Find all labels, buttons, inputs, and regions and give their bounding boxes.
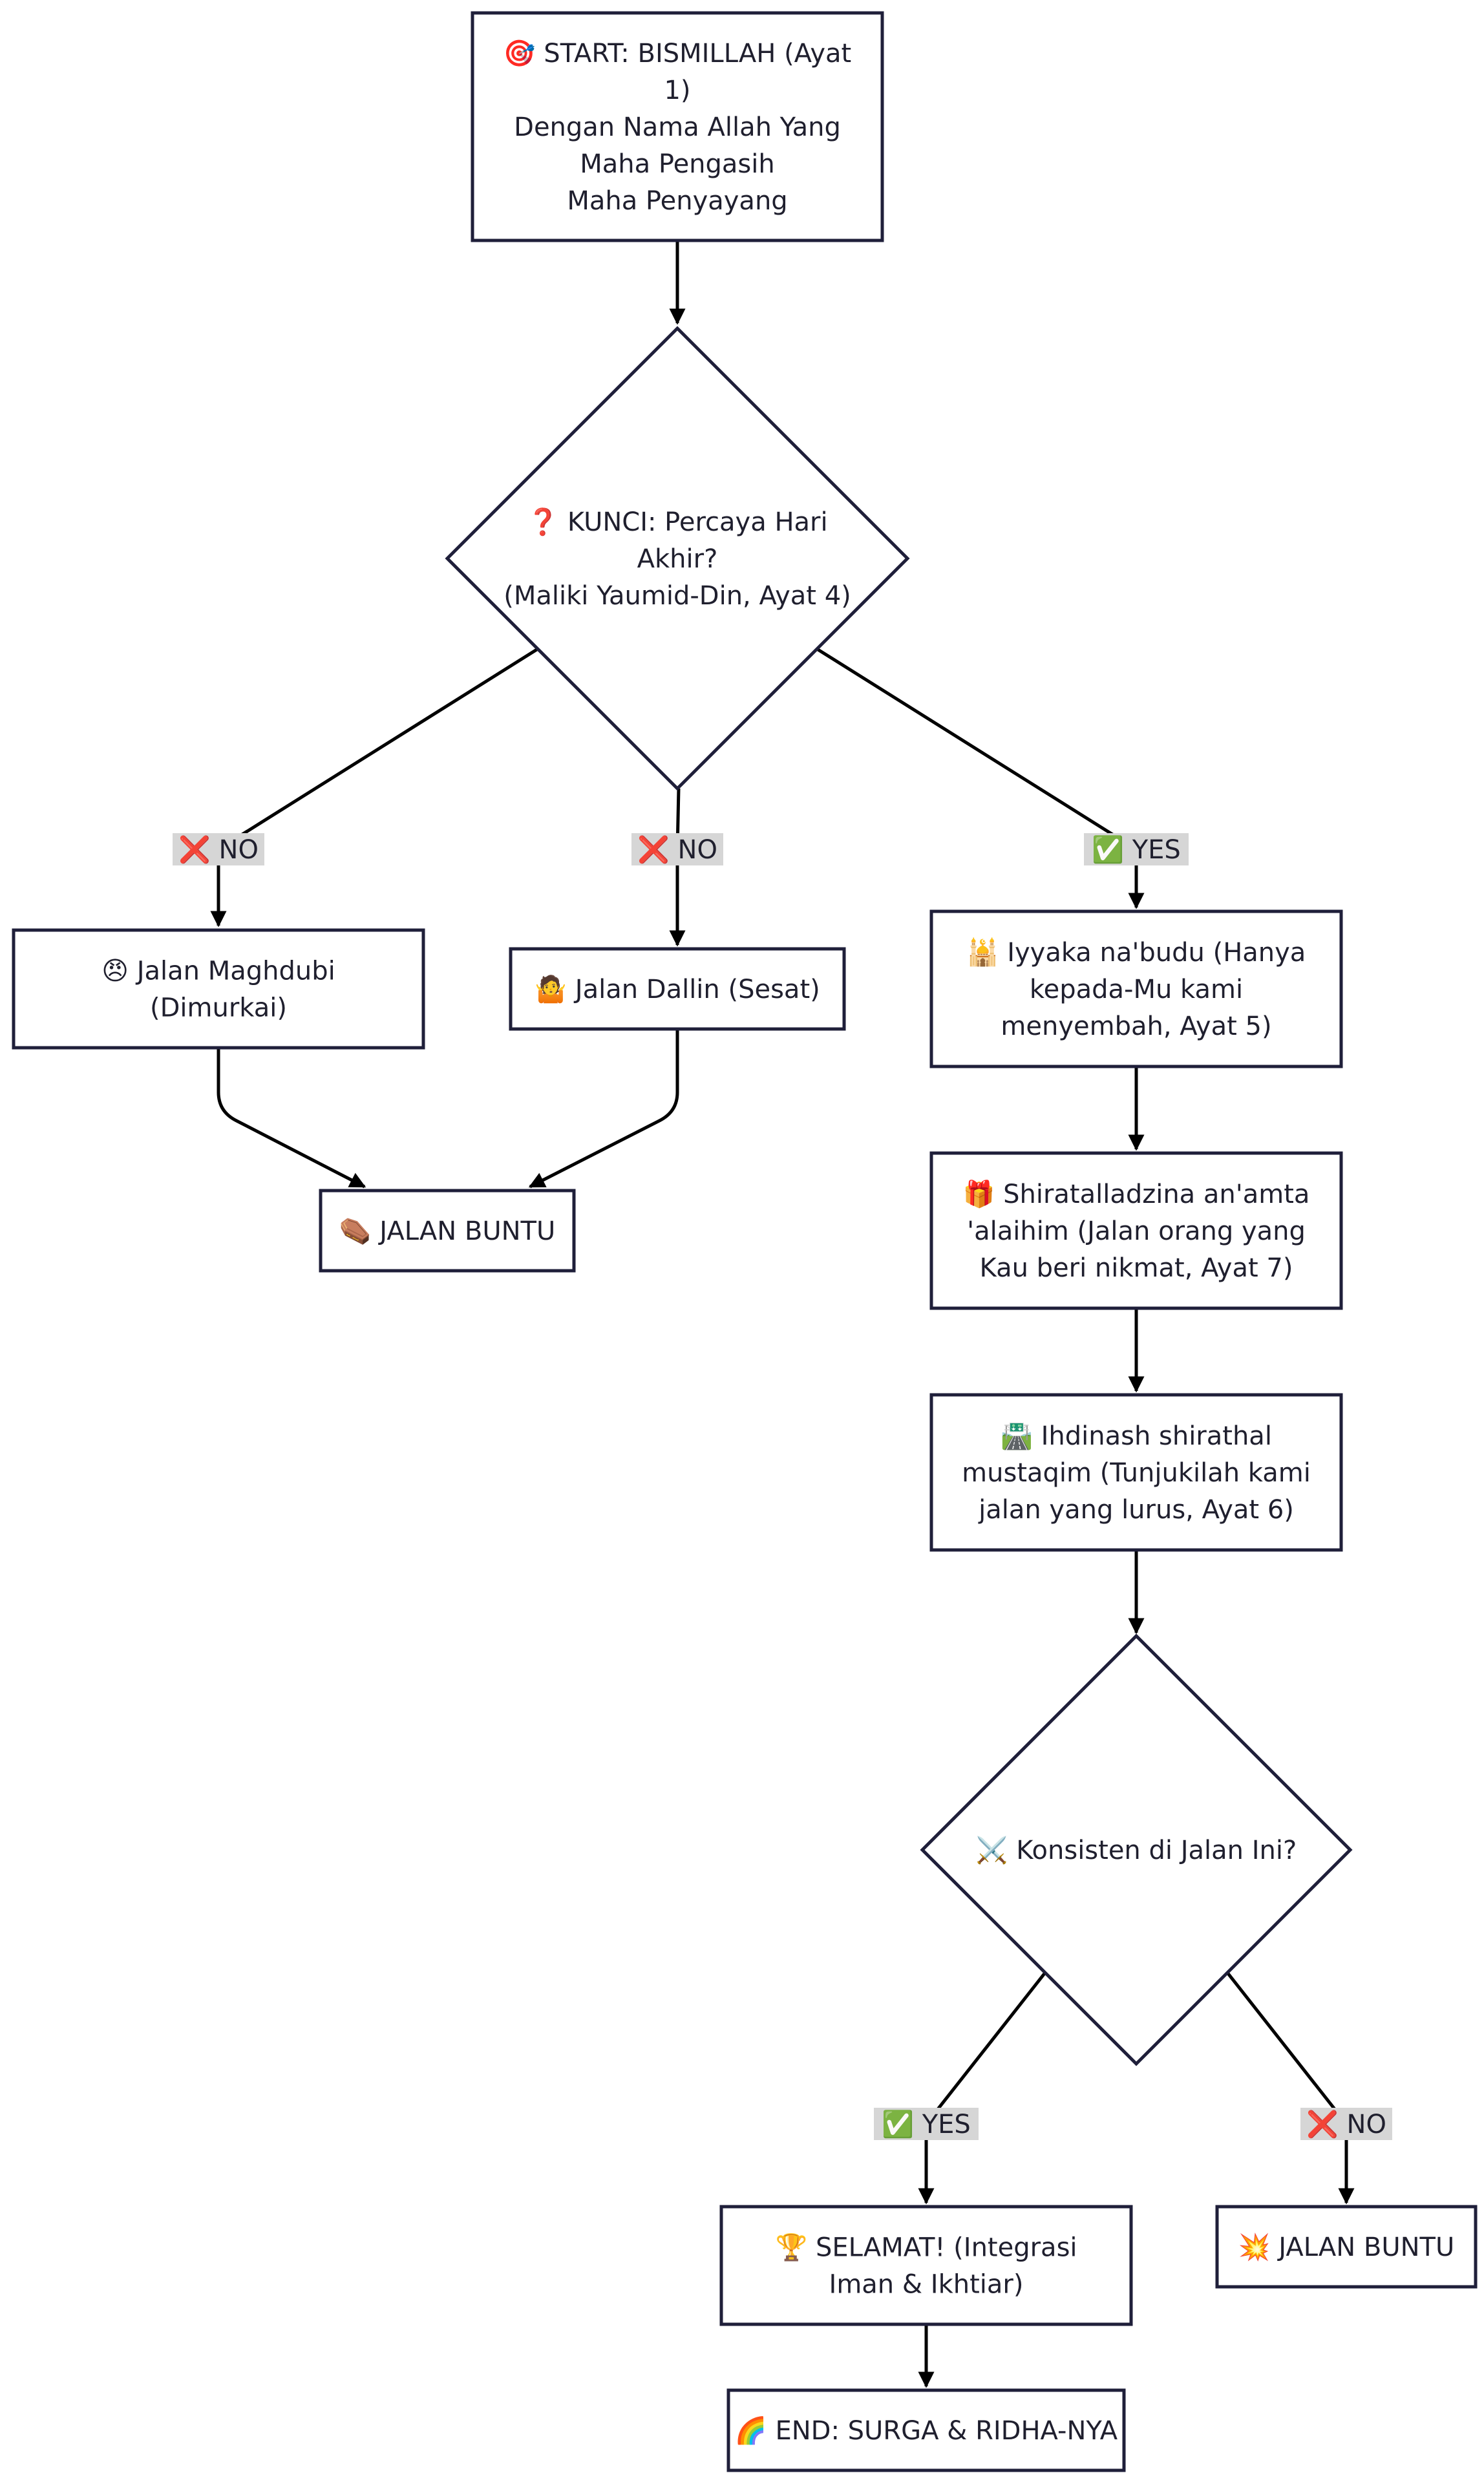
node-konsisten: ⚔️ Konsisten di Jalan Ini? [920,1633,1353,2066]
node-text-line: 😠 Jalan Maghdubi [101,957,335,986]
process-box [471,11,884,242]
node-iyyaka: 🕌 Iyyaka na'budu (Hanya kepada-Mu kami men… [929,909,1343,1068]
process-box [1215,2205,1478,2289]
node-text-line: 💥 JALAN BUNTU [1238,2232,1455,2262]
edges-layer [210,240,1355,2388]
edge-label-konsisten-to-buntu2: ❌ NO [1300,2108,1392,2140]
edge-dallin-to-buntu1 [528,1029,679,1189]
node-text-line: ⚰️ JALAN BUNTU [339,1216,556,1246]
edge-labels-layer: ❌ NO ❌ NO ✅ YES ✅ YES ❌ NO [173,833,1392,2140]
edge-maghdubi-to-buntu1 [217,1048,366,1189]
edge-konsisten-to-buntu2 [1226,1971,1355,2205]
node-text-line: Akhir? [637,544,718,574]
edge-label-background [1300,2108,1392,2140]
node-text-line: (Dimurkai) [150,993,287,1023]
edge-label-background [173,833,264,865]
node-text-line: 🎁 Shiratalladzina an'amta [963,1179,1310,1209]
node-text-line: 'alaihim (Jalan orang yang [967,1216,1306,1246]
node-text-line: 🕌 Iyyaka na'budu (Hanya [967,937,1306,968]
node-maghdubi: 😠 Jalan Maghdubi (Dimurkai) [12,928,425,1050]
edge-konsisten-to-selamat [918,1971,1046,2205]
node-text-line: Iman & Ikhtiar) [829,2270,1024,2300]
edge-kunci-to-maghdubi [210,647,539,928]
node-text-line: jalan yang lurus, Ayat 6) [978,1495,1294,1525]
edge-label-text: ❌ NO [178,834,259,865]
edge-label-kunci-to-maghdubi: ❌ NO [173,833,264,865]
edge-label-kunci-to-iyyaka: ✅ YES [1084,833,1189,865]
node-end: 🌈 END: SURGA & RIDHA-NYA [726,2388,1126,2472]
edge-label-text: ✅ YES [1092,834,1181,865]
node-text-line: 🤷 Jalan Dallin (Sesat) [535,973,820,1004]
node-text-line: 🛣️ Ihdinash shirathal [1001,1421,1272,1451]
process-box [726,2388,1126,2472]
node-text-line: ⚔️ Konsisten di Jalan Ini? [976,1835,1297,1865]
node-text-line: kepada-Mu kami [1030,975,1243,1004]
edge-label-text: ✅ YES [882,2109,971,2139]
process-box [929,1393,1343,1552]
process-box [929,909,1343,1068]
edge-kunci-to-iyyaka [816,647,1145,909]
edge-label-konsisten-to-selamat: ✅ YES [874,2108,979,2140]
node-start: 🎯 START: BISMILLAH (Ayat 1) Dengan Nama Al… [471,11,884,242]
process-box [12,928,425,1050]
edge-kunci-to-dallin [669,788,686,947]
edge-label-text: ❌ NO [1306,2109,1386,2139]
decision-diamond [920,1633,1353,2066]
edge-label-background [1084,833,1189,865]
node-text-line: 🎯 START: BISMILLAH (Ayat [504,39,851,69]
process-box [719,2205,1133,2326]
process-box [929,1151,1343,1310]
node-text-line: Maha Pengasih [580,149,774,179]
node-text-line: ❓ KUNCI: Percaya Hari [527,507,827,537]
node-text-line: (Maliki Yaumid-Din, Ayat 4) [504,581,851,611]
node-dallin: 🤷 Jalan Dallin (Sesat) [509,947,846,1031]
edge-label-background [874,2108,979,2140]
node-buntu1: ⚰️ JALAN BUNTU [319,1189,576,1273]
edge-label-background [631,833,723,865]
node-buntu2: 💥 JALAN BUNTU [1215,2205,1478,2289]
node-text-line: 🌈 END: SURGA & RIDHA-NYA [735,2415,1118,2446]
node-text-line: mustaqim (Tunjukilah kami [962,1458,1311,1488]
node-text-line: 1) [664,76,690,105]
node-text-line: menyembah, Ayat 5) [1001,1012,1271,1041]
process-box [319,1189,576,1273]
node-text-line: Maha Penyayang [567,186,787,216]
node-text-line: Kau beri nikmat, Ayat 7) [980,1253,1293,1283]
process-box [509,947,846,1031]
nodes-layer: 🎯 START: BISMILLAH (Ayat 1) Dengan Nama Al… [12,11,1478,2472]
edge-label-kunci-to-dallin: ❌ NO [631,833,723,865]
node-shirat: 🎁 Shiratalladzina an'amta 'alaihim (Jalan… [929,1151,1343,1310]
node-text-line: Dengan Nama Allah Yang [514,112,841,142]
node-text-line: 🏆 SELAMAT! (Integrasi [775,2233,1077,2263]
decision-diamond [445,326,910,791]
edge-label-text: ❌ NO [637,834,717,865]
node-ihdina: 🛣️ Ihdinash shirathal mustaqim (Tunjukila… [929,1393,1343,1552]
